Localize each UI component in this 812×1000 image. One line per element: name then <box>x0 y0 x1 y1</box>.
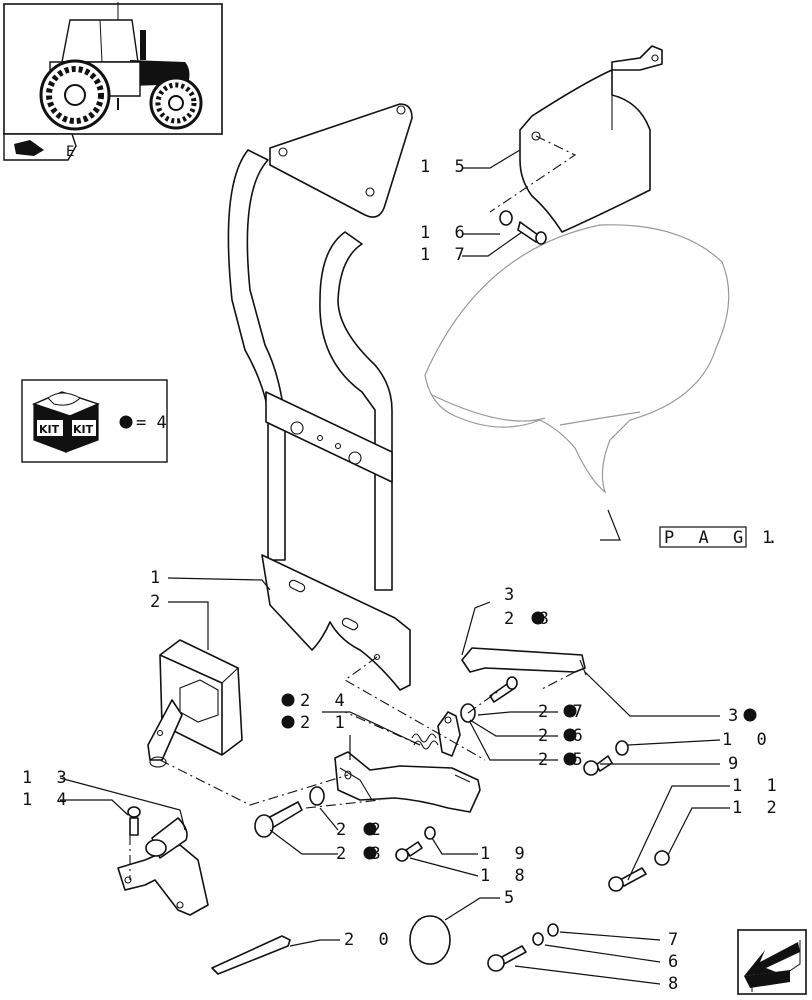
kit-box-icon: KIT KIT <box>32 391 100 453</box>
bullet-dot-icon <box>281 693 295 707</box>
bullet-dot-icon <box>531 611 545 625</box>
label-15: 1 5 <box>420 157 472 177</box>
spring-24 <box>411 733 439 750</box>
label-6: 6 <box>668 952 685 972</box>
label-19: 1 9 <box>480 844 532 864</box>
pag-number: 1 <box>762 528 779 548</box>
kit-legend: KIT KIT = 4 <box>21 379 168 463</box>
page-reference[interactable]: P A G . 1 <box>659 526 785 548</box>
mirror-frame-1 <box>227 103 413 691</box>
label-14: 1 4 <box>22 790 74 810</box>
label-8: 8 <box>668 974 685 994</box>
label-9: 9 <box>728 754 745 774</box>
bullet-dot-icon <box>281 715 295 729</box>
plate-26 <box>437 711 461 757</box>
label-21: 2 1 <box>300 713 352 733</box>
fasteners <box>127 210 670 975</box>
label-28: 2 8 <box>504 609 556 629</box>
thumbnail-letter: E <box>66 144 74 160</box>
label-11: 1 1 <box>732 776 784 796</box>
kit-text-left: KIT <box>39 423 60 436</box>
label-17: 1 7 <box>420 245 472 265</box>
label-3: 3 <box>504 585 521 605</box>
label-1: 1 <box>150 568 167 588</box>
pag-label: P A G . <box>664 528 785 548</box>
bracket-15 <box>519 45 663 233</box>
nav-arrow-icon[interactable] <box>737 929 807 995</box>
rod-3 <box>461 647 587 676</box>
label-24: 2 4 <box>300 691 352 711</box>
label-16: 1 6 <box>420 223 472 243</box>
tractor-thumbnail-icon[interactable] <box>3 2 223 135</box>
kit-legend-equals: = 4 <box>136 413 167 433</box>
label-3b: 3 <box>728 706 745 726</box>
label-12: 1 2 <box>732 798 784 818</box>
bullet-dot-icon <box>563 752 577 766</box>
mirror-head-2 <box>147 639 243 768</box>
label-23b: 2 3 <box>336 844 388 864</box>
bullet-dot-icon <box>119 415 133 429</box>
assembly-lines <box>129 135 577 880</box>
lever-bracket-21 <box>334 751 481 813</box>
label-18: 1 8 <box>480 866 532 886</box>
section-tab-icon: E <box>3 133 77 161</box>
bracket-13 <box>117 817 209 916</box>
label-10: 1 0 <box>722 730 774 750</box>
label-7: 7 <box>668 930 685 950</box>
part-labels: 1 2 3 2 8 1 5 1 6 1 7 2 4 2 1 2 7 2 6 2 … <box>22 157 784 994</box>
leader-lines <box>59 149 730 985</box>
fender-ghost <box>424 224 730 494</box>
label-20: 2 0 <box>344 930 396 950</box>
bullet-dot-icon <box>563 704 577 718</box>
bullet-dot-icon <box>363 846 377 860</box>
label-5: 5 <box>504 888 521 908</box>
bullet-dot-icon <box>743 708 757 722</box>
label-13: 1 3 <box>22 768 74 788</box>
bullet-dot-icon <box>563 728 577 742</box>
bullet-dot-icon <box>363 822 377 836</box>
kit-text-right: KIT <box>73 423 94 436</box>
label-22: 2 2 <box>336 820 388 840</box>
label-2: 2 <box>150 592 167 612</box>
